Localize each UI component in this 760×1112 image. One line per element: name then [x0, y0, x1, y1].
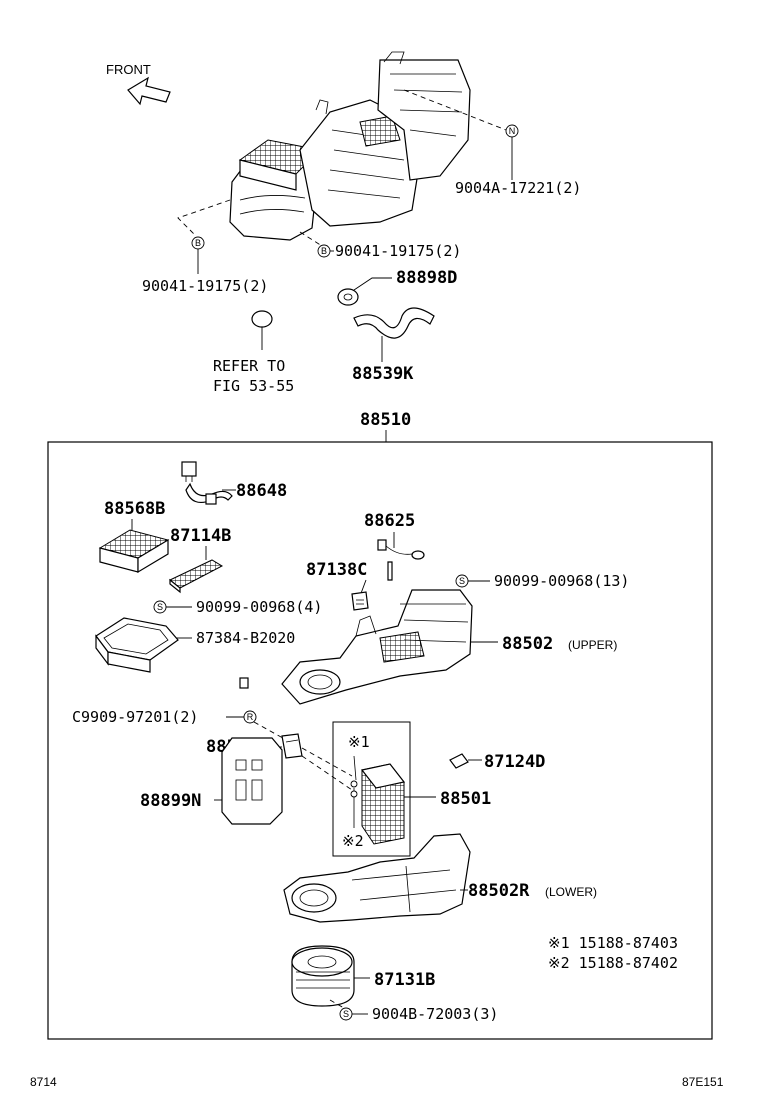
front-arrow-icon: [127, 76, 171, 106]
part-88502r: 88502R: [468, 881, 530, 901]
callout-mark: N: [509, 126, 516, 136]
callout-mark: B: [195, 238, 201, 248]
callout-s-13: S: [455, 574, 490, 588]
callout-r: R: [226, 710, 291, 743]
part-9004a-17221: 9004A-17221(2): [455, 179, 581, 197]
callout-mark: S: [157, 602, 163, 612]
callout-b-right: B: [317, 244, 334, 258]
part-88510: 88510: [360, 410, 411, 430]
filter-case: [95, 617, 192, 673]
part-88898d: 88898D: [396, 268, 457, 288]
upper-tag: (UPPER): [568, 638, 617, 652]
part-88539k: 88539K: [352, 364, 414, 384]
fig-reference: FIG 53-55: [213, 377, 294, 395]
part-90041-19175-right: 90041-19175(2): [335, 242, 461, 260]
servo-motor: [351, 591, 369, 611]
part-88899n: 88899N: [140, 791, 201, 811]
callout-n-top: N: [505, 124, 519, 180]
blower-motor: [291, 945, 370, 1007]
part-88625: 88625: [364, 511, 415, 531]
part-90099-00968-4: 90099-00968(4): [196, 598, 322, 616]
part-88568b: 88568B: [104, 499, 165, 519]
ref-mark-2: ※2: [342, 832, 364, 850]
part-87124d: 87124D: [484, 752, 545, 772]
part-87131b: 87131B: [374, 970, 435, 990]
filter-cover: [169, 559, 224, 594]
control-panel: [221, 737, 283, 825]
callout-s-4: S: [153, 600, 192, 614]
hvac-unit-assembly: [177, 51, 507, 247]
front-indicator: FRONT: [106, 62, 171, 106]
lower-case: [283, 833, 471, 923]
callout-mark: S: [343, 1009, 349, 1019]
air-filter: [98, 529, 170, 574]
part-90099-00968-13: 90099-00968(13): [494, 572, 629, 590]
callout-mark: S: [459, 576, 465, 586]
part-87138c: 87138C: [306, 560, 367, 580]
part-90041-19175-left: 90041-19175(2): [142, 277, 268, 295]
pipe-clamp: [449, 753, 482, 769]
note-1: ※1 15188-87403: [548, 934, 678, 952]
part-c9909-97201: C9909-97201(2): [72, 708, 198, 726]
part-88648: 88648: [236, 481, 287, 501]
callout-mark: R: [247, 712, 254, 722]
part-88501: 88501: [440, 789, 491, 809]
footer-figure-code: 87E151: [682, 1075, 724, 1089]
refer-to-label: REFER TO: [213, 357, 285, 375]
footer-page-code: 8714: [30, 1075, 57, 1089]
ref-mark-1: ※1: [348, 733, 370, 751]
part-87384-b2020: 87384-B2020: [196, 629, 295, 647]
blower-resistor: [281, 733, 353, 791]
evaporator-subbox: [332, 721, 411, 857]
part-9004b-72003: 9004B-72003(3): [372, 1005, 498, 1023]
wire-harness: [181, 461, 236, 505]
drain-hose: [353, 307, 435, 362]
part-88502: 88502: [502, 634, 553, 654]
callout-s-3: S: [329, 999, 368, 1021]
lower-tag: (LOWER): [545, 885, 597, 899]
oring-ref: [251, 310, 273, 350]
note-2: ※2 15188-87402: [548, 954, 678, 972]
clip: [239, 677, 249, 689]
drain-grommet: [337, 277, 392, 306]
callout-b-left: B: [191, 236, 205, 274]
evaporator: [350, 755, 436, 845]
callout-mark: B: [321, 246, 327, 256]
front-label: FRONT: [106, 62, 151, 77]
upper-case: [281, 589, 498, 705]
part-87114b: 87114B: [170, 526, 231, 546]
assembly-frame: [47, 441, 713, 1040]
thermistor: [377, 539, 425, 581]
